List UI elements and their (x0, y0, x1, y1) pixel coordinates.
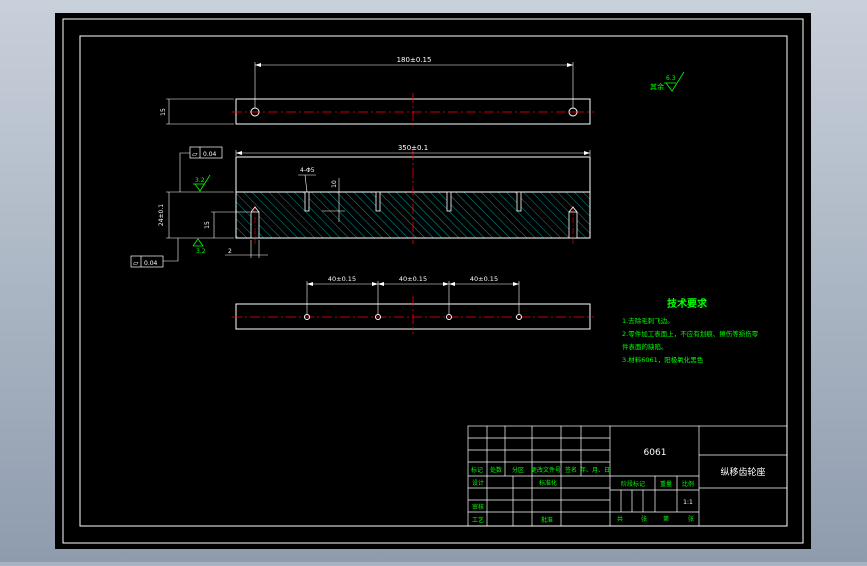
roughness-symbol-icon (665, 71, 685, 92)
bottom-view: 40±0.15 40±0.15 40±0.15 (232, 275, 594, 334)
sheet-no-b: 张 (688, 515, 694, 523)
bottom-hole-3 (446, 314, 452, 320)
sheet-background (55, 13, 811, 549)
sheet-no-a: 第 (663, 515, 669, 523)
roughness-note: 其余 6.3 (650, 71, 685, 92)
gdt-top-symbol: ⏥ (192, 150, 198, 158)
hole-depth-dim: 10 (331, 180, 338, 188)
front-view-step-dim: 15 (204, 221, 211, 229)
roughness-note-value: 6.3 (666, 75, 676, 82)
title-block-text: 6061 纵移齿轮座 标记 处数 分区 更改文件号 签名 年、月、日 设计 标准… (471, 448, 766, 524)
pitch-dim-2: 40±0.15 (399, 275, 427, 283)
top-view: 180±0.15 15 (160, 56, 594, 128)
header-count: 处数 (490, 466, 502, 474)
roughness-note-label: 其余 (650, 82, 664, 91)
label-approve: 批准 (541, 516, 553, 524)
pitch-dim-1: 40±0.15 (328, 275, 356, 283)
label-design: 设计 (472, 479, 484, 487)
tech-requirement-1: 1.去除毛刺飞边。 (622, 316, 674, 325)
gdt-bottom-symbol: ⏥ (133, 259, 139, 267)
header-date: 年、月、日 (580, 466, 610, 474)
front-view-length-dim: 350±0.1 (398, 144, 428, 152)
roughness-bottom-value: 3.2 (196, 248, 206, 255)
end-holes (250, 206, 578, 244)
gdt-top-value: 0.04 (203, 151, 217, 158)
sheet-total-b: 张 (641, 515, 647, 523)
hole-callout: 4-Φ5 (300, 167, 315, 174)
tech-requirement-3: 件表面的缺陷。 (622, 342, 668, 351)
header-change-doc: 更改文件号 (531, 466, 561, 474)
tech-requirement-4: 3.材料6061，阳极氧化黑色 (622, 355, 704, 364)
label-process: 工艺 (472, 516, 484, 524)
bottom-hole-1 (304, 314, 310, 320)
top-view-height-dim: 15 (160, 108, 167, 116)
inner-frame (79, 35, 788, 527)
front-view: 350±0.1 4-Φ5 10 24±0.1 15 2 3.2 3.2 ⏥ (130, 144, 591, 268)
top-view-length-dim: 180±0.15 (397, 56, 432, 64)
roughness-left-icon (194, 174, 211, 192)
blind-holes (304, 191, 522, 212)
tech-requirements: 技术要求 1.去除毛刺飞边。 2.零件加工表面上，不应有划痕、擦伤等损伤零 件表… (622, 297, 759, 364)
label-weight: 重量 (660, 480, 672, 488)
header-signature: 签名 (565, 466, 577, 474)
front-view-height-dim: 24±0.1 (158, 204, 165, 226)
gdt-bottom-value: 0.04 (144, 260, 158, 267)
bottom-hole-4 (516, 314, 522, 320)
roughness-left-value: 3.2 (195, 177, 205, 184)
part-name: 纵移齿轮座 (720, 466, 765, 478)
label-stage-mark: 阶段标记 (621, 480, 645, 488)
outer-frame (62, 18, 804, 544)
label-scale: 比例 (682, 480, 694, 488)
tech-requirement-2: 2.零件加工表面上，不应有划痕、擦伤等损伤零 (622, 329, 759, 338)
tech-requirements-title: 技术要求 (667, 297, 708, 310)
bottom-hole-2 (375, 314, 381, 320)
pitch-dim-3: 40±0.15 (470, 275, 498, 283)
header-mark: 标记 (471, 466, 483, 474)
roughness-bottom-icon (192, 238, 204, 247)
label-review: 审核 (472, 503, 484, 511)
material-value: 6061 (644, 448, 667, 458)
scale-value: 1:1 (683, 499, 693, 506)
sheet-total-a: 共 (617, 515, 623, 523)
header-zone: 分区 (512, 466, 524, 474)
gdt-top-frame (189, 146, 223, 159)
front-view-bottom-dim: 2 (228, 248, 232, 255)
gdt-bottom-frame (130, 255, 164, 268)
title-block (467, 425, 788, 527)
label-standardize: 标准化 (539, 479, 557, 487)
